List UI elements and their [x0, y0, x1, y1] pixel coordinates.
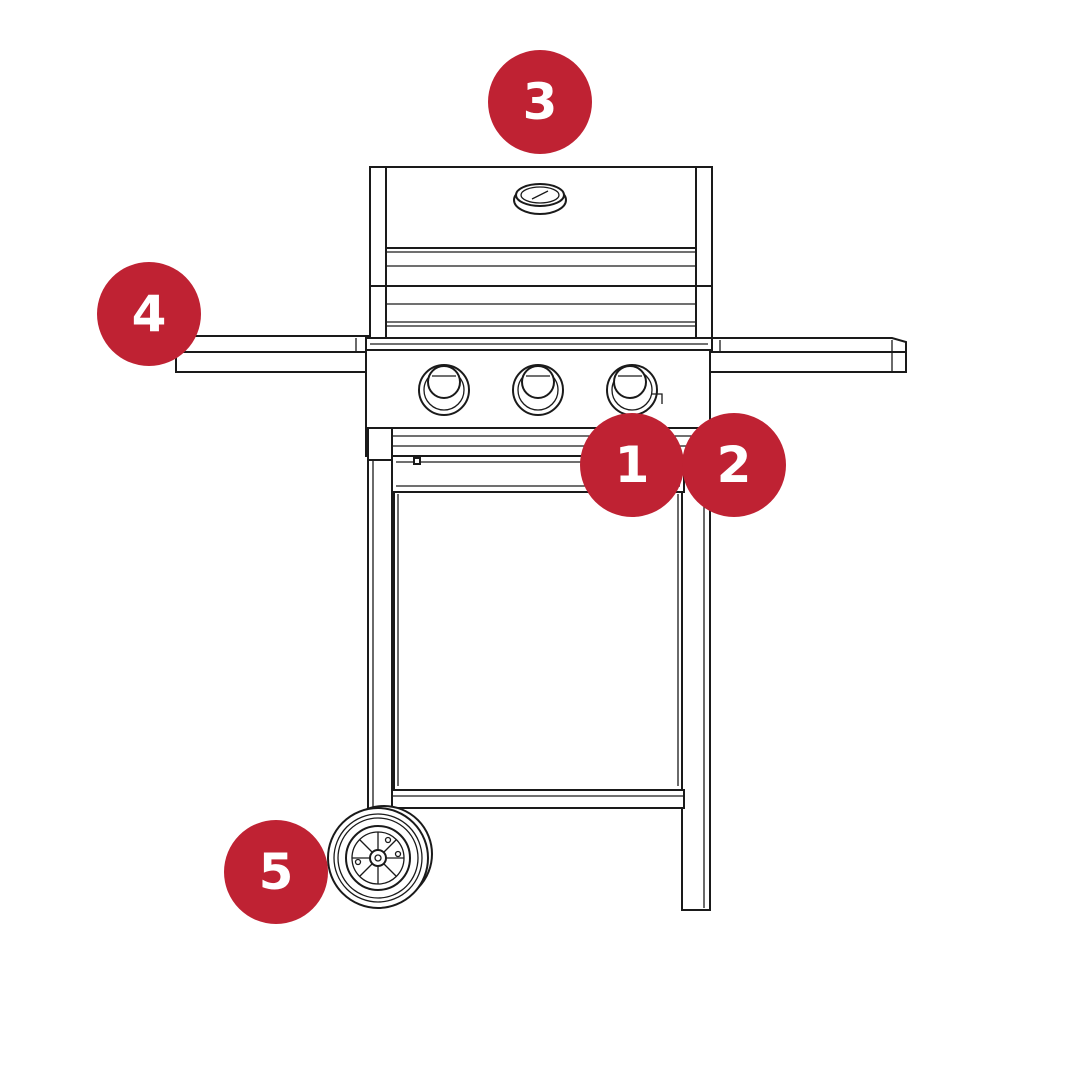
callout-badge-2: 2 — [682, 413, 786, 517]
control-knob-middle — [512, 364, 564, 416]
left-leg — [367, 457, 393, 819]
callout-badge-1: 1 — [580, 413, 684, 517]
callout-badge-5: 5 — [224, 820, 328, 924]
wheel — [327, 805, 433, 909]
lid-thermometer — [513, 183, 567, 215]
control-knob-right — [606, 364, 663, 416]
side-shelf-left — [175, 335, 373, 373]
callout-badge-3: 3 — [488, 50, 592, 154]
side-shelf-right — [707, 337, 907, 373]
lid-seam — [365, 337, 713, 351]
grill-lid — [369, 166, 713, 340]
callout-badge-4: 4 — [97, 262, 201, 366]
right-leg — [681, 457, 711, 911]
control-knob-left — [418, 364, 470, 416]
bottom-cabinet — [391, 489, 685, 809]
